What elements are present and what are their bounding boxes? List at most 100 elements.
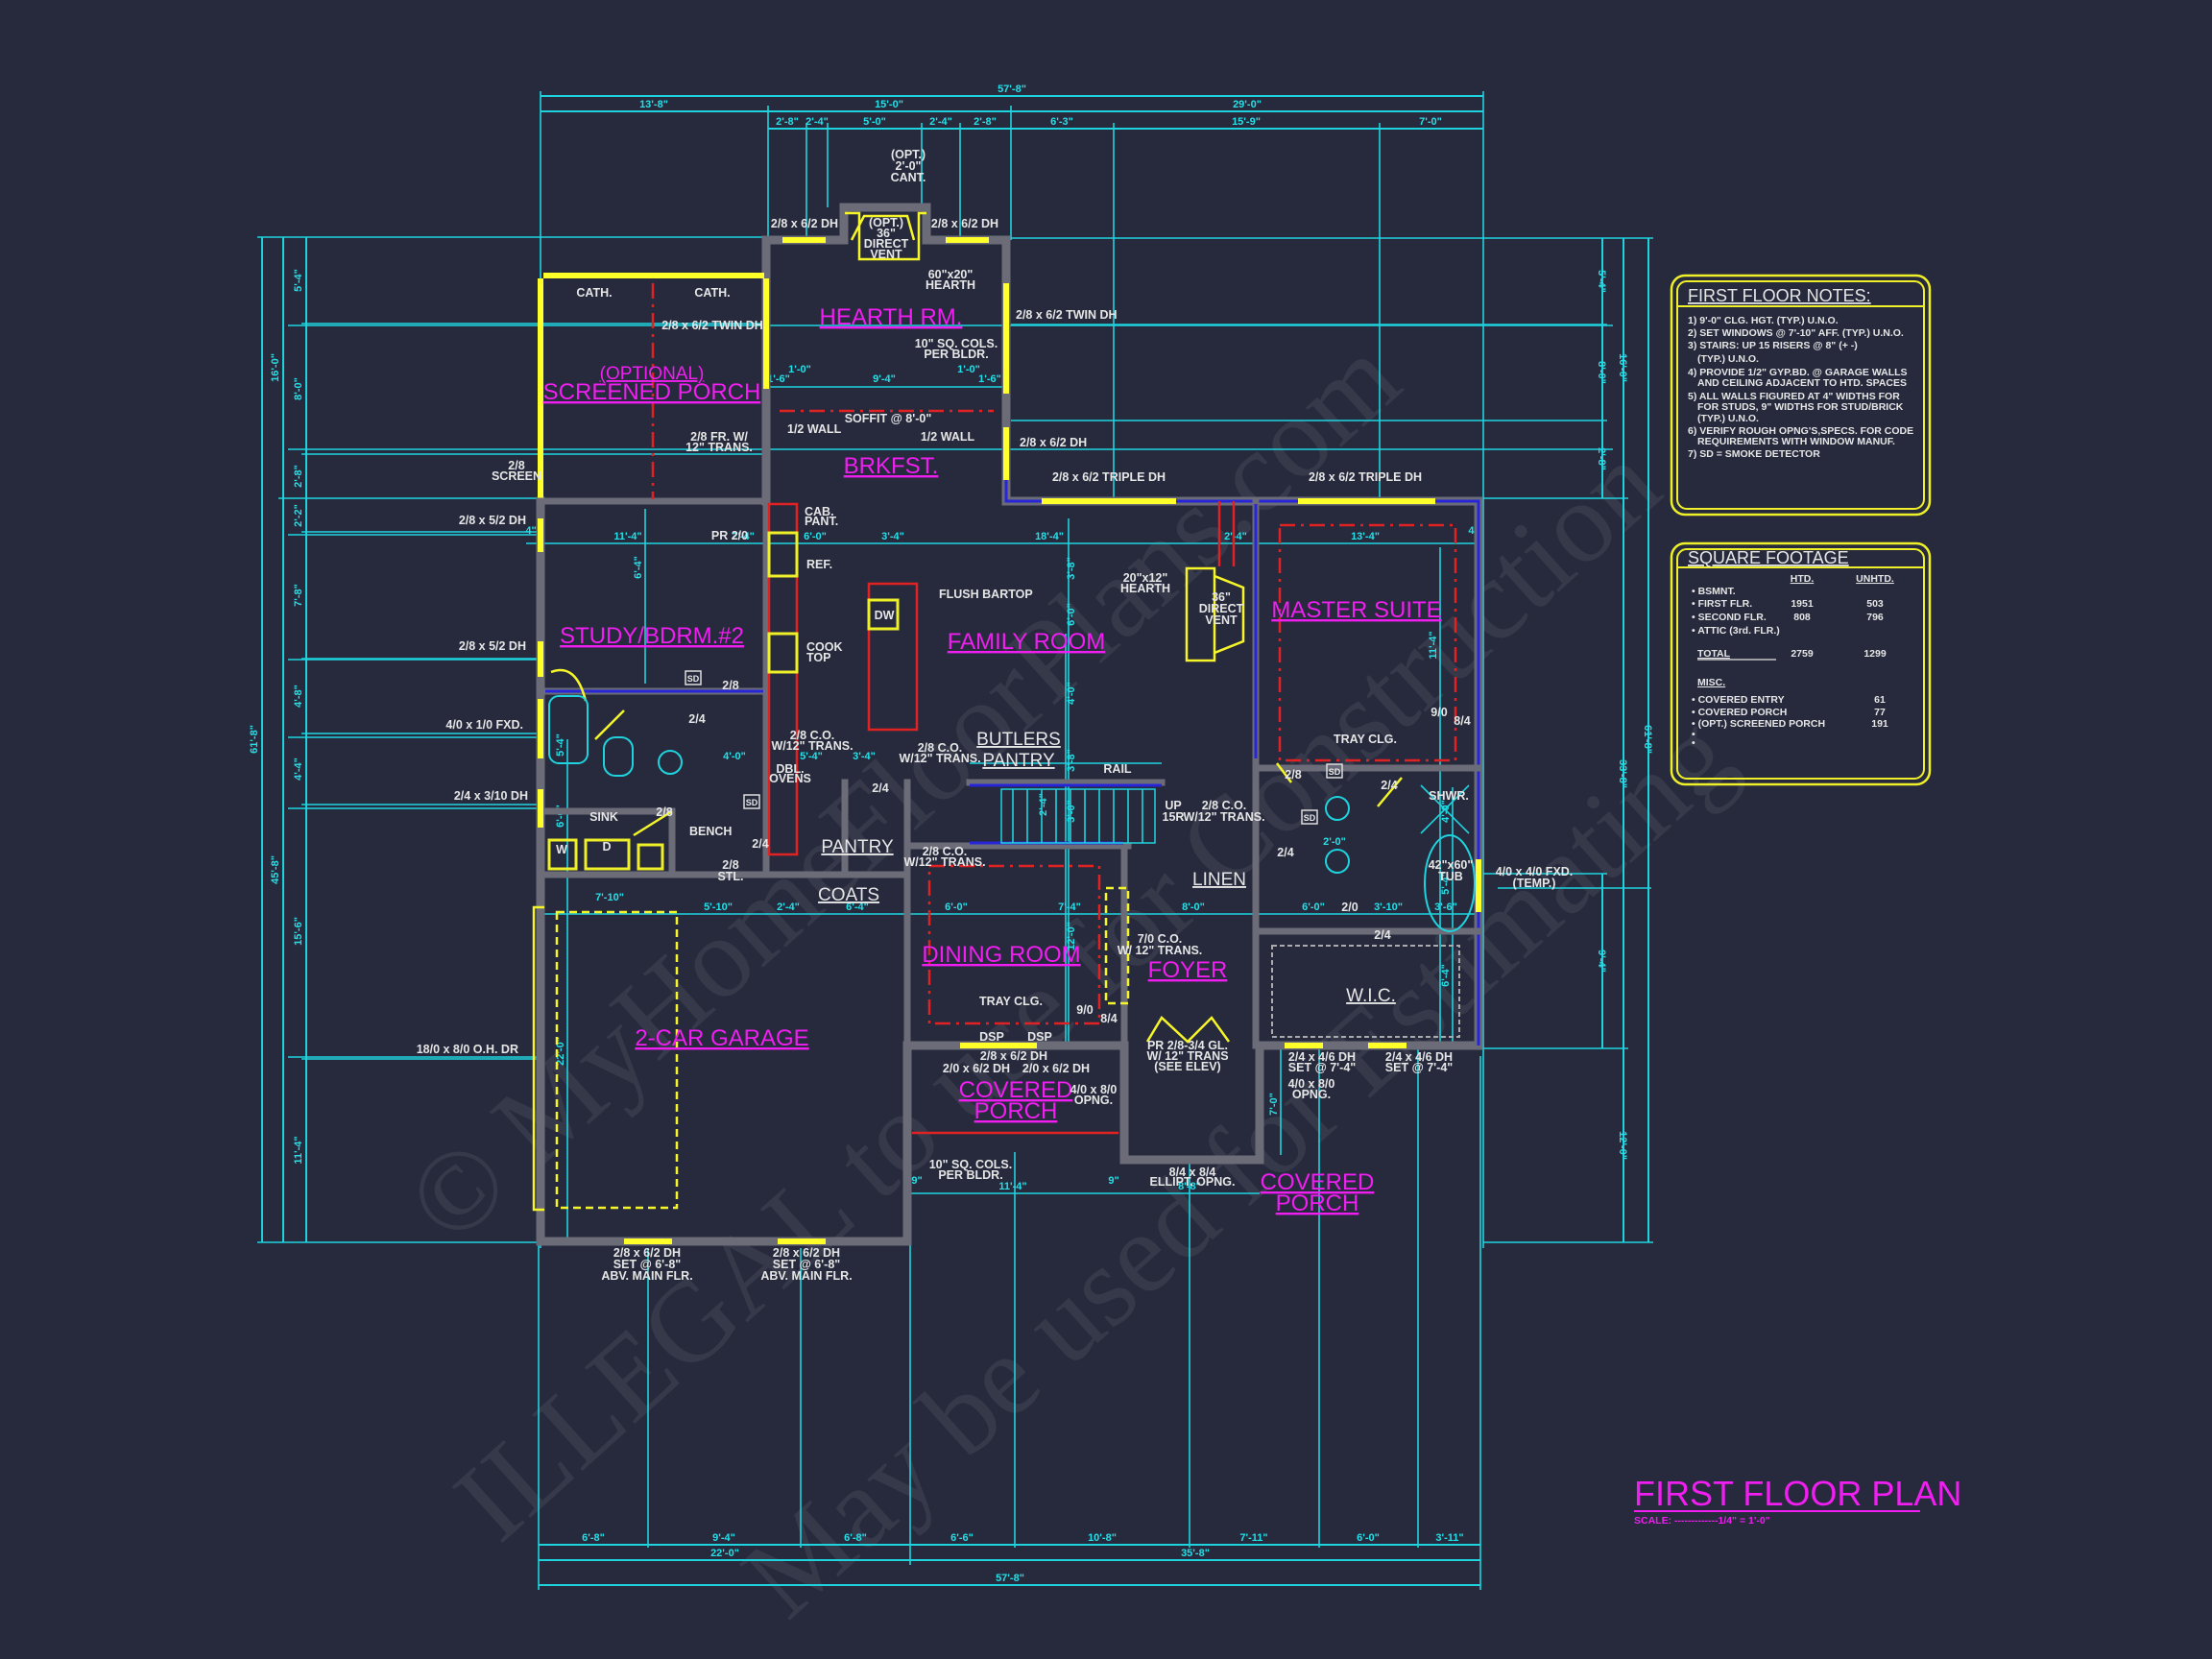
window-label: (TEMP.)	[1513, 877, 1556, 890]
window-label: 2/0 x 6/2 DH	[943, 1062, 1010, 1075]
door-label: STL.	[717, 870, 743, 883]
dim-top-overall: 57'-8"	[998, 84, 1026, 95]
dim-interior: 2'-0"	[1323, 836, 1346, 848]
sqft-row-label: • ATTIC (3rd. FLR.)	[1692, 625, 1780, 637]
note: 1/2 WALL	[787, 422, 842, 436]
note: 9/0	[1431, 706, 1447, 719]
note-line: 3) STAIRS: UP 15 RISERS @ 8" (+ -)	[1688, 340, 1858, 351]
sqft-misc-blank: •	[1692, 729, 1695, 740]
smoke-detector-icon: SD	[687, 674, 700, 684]
door-label: 2/0	[1341, 901, 1358, 914]
dim-left-detail: 2'-2"	[293, 504, 304, 527]
bottom-dimensions: 6'-8" 9'-4" 6'-8" 6'-6" 10'-8" 7'-11" 6'…	[538, 1046, 1481, 1590]
note: SINK	[589, 810, 618, 824]
note: SHWR.	[1429, 789, 1469, 803]
dim-bottom-detail: 7'-11"	[1239, 1532, 1267, 1544]
dim-interior: 6'-4"	[633, 556, 644, 579]
dim-right-mid: 12'-0"	[1617, 1131, 1628, 1160]
note: CATH.	[694, 286, 730, 300]
dim-bottom-mid: 35'-8"	[1181, 1548, 1210, 1559]
window-label: 2/8 x 5/2 DH	[459, 514, 526, 527]
window-label: 2/8 x 6/2 TWIN DH	[1016, 308, 1118, 322]
window-label: 18/0 x 8/0 O.H. DR	[417, 1043, 518, 1056]
interior-dimensions: 1'-6" 1'-0" 9'-4" 1'-0" 1'-6" 4" 11'-4" …	[525, 364, 1483, 1238]
note-line: 7) SD = SMOKE DETECTOR	[1688, 448, 1820, 460]
annotations: 2/8 x 6/2 DH 2/8 x 6/2 DH (OPT.) 2'-0" C…	[417, 148, 1574, 1283]
note: OVENS	[769, 772, 811, 785]
note-line: FOR STUDS, 9" WIDTHS FOR STUD/BRICK	[1697, 401, 1904, 413]
note: VENT	[1205, 613, 1238, 627]
dim-interior: 11'-4"	[998, 1181, 1026, 1192]
note: 8/4	[1454, 714, 1470, 728]
sqft-misc-value: 77	[1874, 707, 1886, 718]
note-line: 6) VERIFY ROUGH OPNG'S,SPECS. FOR CODE	[1688, 425, 1913, 437]
notes-title: FIRST FLOOR NOTES:	[1688, 286, 1871, 305]
note: ELLIPT. OPNG.	[1150, 1175, 1236, 1189]
door-label: 2/8	[722, 858, 738, 872]
door-label: 2/8 FR. W/	[690, 430, 748, 444]
door-label: 2/8 C.O.	[918, 741, 963, 755]
room-screened-porch-optional: (OPTIONAL)	[600, 364, 705, 384]
note: 60"x20"	[928, 268, 974, 281]
note: DBL.	[776, 762, 804, 776]
note: REF.	[806, 558, 832, 571]
note: 4/0 x 8/0	[1070, 1083, 1118, 1096]
fixtures	[532, 211, 1476, 1212]
dim-interior: 3'-8"	[1066, 557, 1077, 580]
note: VENT	[870, 248, 902, 261]
note: (OPT.)	[891, 148, 926, 161]
note: D	[602, 840, 611, 854]
sqft-unhtd: 796	[1866, 612, 1884, 623]
door-label: PR 2/0	[711, 529, 748, 542]
dim-interior: 1'-6"	[978, 373, 1001, 385]
sqft-htd: 808	[1793, 612, 1811, 623]
note: (OPT.)	[869, 216, 903, 229]
note: OPNG.	[1074, 1094, 1113, 1107]
dim-interior: 9'-4"	[873, 373, 896, 385]
square-footage-table: SQUARE FOOTAGE HTD. UNHTD. • BSMNT. • FI…	[1670, 541, 1932, 786]
note: 10" SQ. COLS.	[915, 337, 998, 350]
dim-left-detail: 5'-4"	[293, 269, 304, 292]
note: DIRECT	[1199, 602, 1244, 615]
door-label: 2/8 C.O.	[923, 845, 968, 858]
dim-left-detail: 8'-0"	[293, 377, 304, 400]
room-wic: W.I.C.	[1346, 986, 1396, 1006]
sqft-misc-value: 61	[1874, 694, 1886, 706]
door-label: 2/4	[752, 837, 768, 851]
room-study: STUDY/BDRM.#2	[560, 623, 744, 649]
door-label: W/12" TRANS.	[899, 752, 980, 765]
door-label: 2/8	[508, 459, 524, 472]
sqft-misc-label: • COVERED ENTRY	[1692, 694, 1785, 706]
note: BENCH	[689, 825, 732, 838]
smoke-detector-icon: SD	[1329, 767, 1341, 777]
window-label: ABV. MAIN FLR.	[601, 1269, 692, 1283]
note: DIRECT	[864, 237, 909, 251]
room-covered-porch: COVERED	[959, 1077, 1073, 1103]
dim-interior: 5'-4"	[1440, 872, 1452, 895]
room-butlers-pantry: PANTRY	[982, 751, 1055, 771]
dim-interior: 7'-4"	[1058, 902, 1081, 913]
door-label: 2/4	[1277, 846, 1293, 859]
window-label: 2/8 x 5/2 DH	[459, 639, 526, 653]
dim-left-detail: 7'-8"	[293, 584, 304, 607]
dim-left-detail: 2'-8"	[293, 465, 304, 488]
note-line: AND CEILING ADJACENT TO HTD. SPACES	[1697, 377, 1907, 389]
sqft-htd: 1951	[1791, 598, 1814, 610]
door-label: 7/0 C.O.	[1138, 932, 1183, 946]
window-label: 2/8 x 6/2 TRIPLE DH	[1052, 470, 1166, 484]
window-label: ABV. MAIN FLR.	[760, 1269, 852, 1283]
sqft-misc-label: • (OPT.) SCREENED PORCH	[1692, 718, 1825, 730]
note: 4/0 x 8/0	[1288, 1077, 1335, 1091]
note: TUB	[1438, 870, 1463, 883]
room-coats: COATS	[818, 885, 879, 905]
window-label: 2/8 x 6/2 TWIN DH	[661, 319, 763, 332]
dim-interior: 3'-8"	[1066, 749, 1077, 772]
note: W	[556, 843, 567, 856]
reference-lines	[288, 325, 1651, 1058]
door-label: W/ 12" TRANS.	[1118, 944, 1203, 957]
dim-bottom-detail: 3'-11"	[1435, 1532, 1463, 1544]
note: CAB.	[805, 505, 834, 518]
exterior-walls	[536, 203, 1483, 1246]
dim-right-detail: 9'-4"	[1596, 950, 1607, 973]
